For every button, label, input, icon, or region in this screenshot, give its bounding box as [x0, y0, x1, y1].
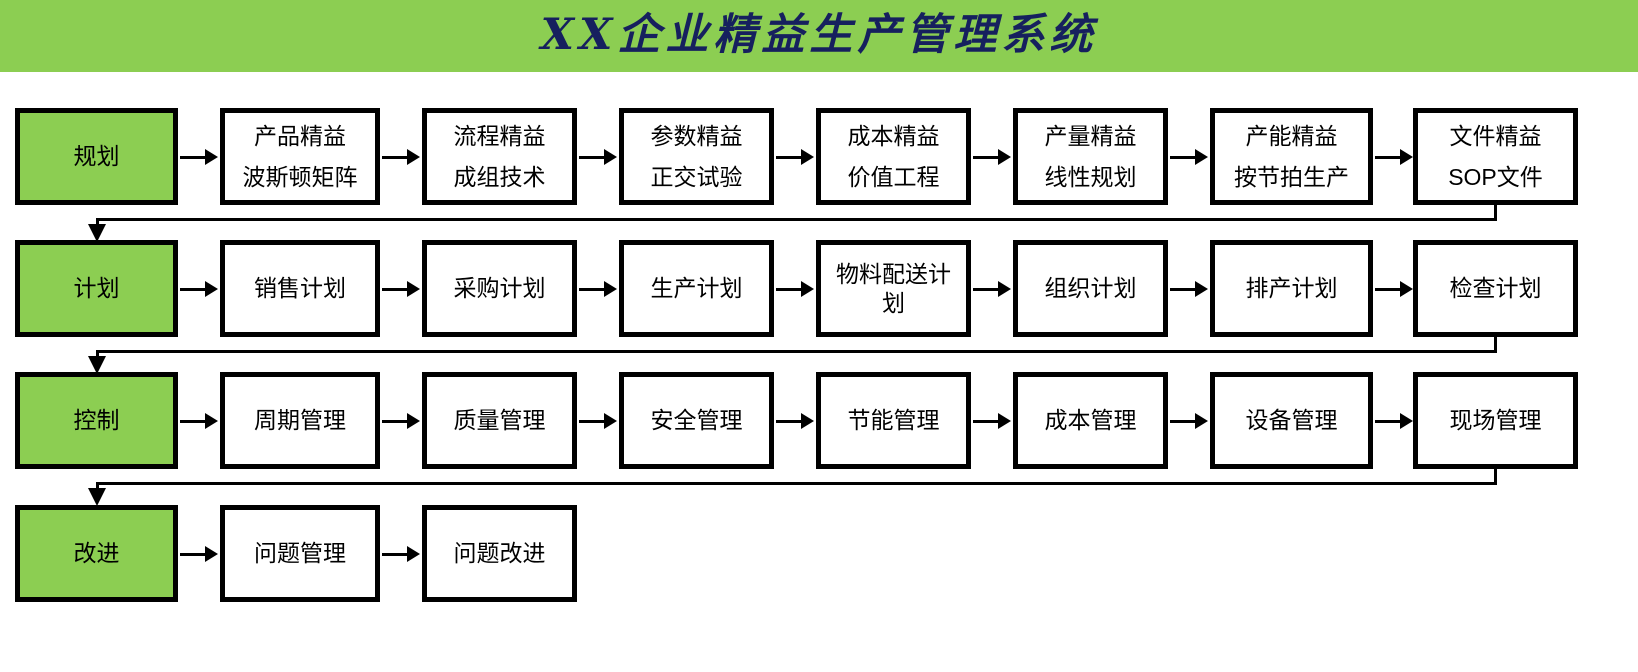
- step-node-r1c1[interactable]: 产品精益 波斯顿矩阵: [220, 108, 380, 205]
- step-label-primary: 现场管理: [1449, 407, 1542, 434]
- connector-row1-to-row2: [0, 72, 1638, 672]
- step-node-r3c6[interactable]: 设备管理: [1210, 372, 1373, 469]
- arrow-row3-4: [973, 408, 1011, 434]
- step-node-r1c6[interactable]: 产能精益 按节拍生产: [1210, 108, 1373, 205]
- arrow-row2-6: [1375, 276, 1413, 302]
- step-node-r2c5[interactable]: 组织计划: [1013, 240, 1168, 337]
- step-label-primary: 参数精益: [650, 122, 743, 149]
- arrowhead-down-row4: [88, 488, 106, 506]
- step-label-primary: 产能精益: [1245, 122, 1338, 149]
- lean-production-flowchart: 规划 产品精益 波斯顿矩阵 流程精益 成组技术 参数精益 正交试验 成本精益 价: [0, 72, 1638, 672]
- stage-node-row3[interactable]: 控制: [15, 372, 178, 469]
- arrow-row3-0: [180, 408, 218, 434]
- step-label-primary: 产量精益: [1044, 122, 1137, 149]
- step-label-primary: 组织计划: [1044, 275, 1137, 302]
- arrowhead-down-row3: [88, 356, 106, 374]
- stage-node-row1[interactable]: 规划: [15, 108, 178, 205]
- arrow-row3-1: [382, 408, 420, 434]
- flow-row-control: 控制 周期管理 质量管理 安全管理 节能管理: [0, 372, 1638, 469]
- step-node-r2c4[interactable]: 物料配送计 划: [816, 240, 971, 337]
- arrow-row2-0: [180, 276, 218, 302]
- arrow-row2-2: [579, 276, 617, 302]
- step-node-r4c2[interactable]: 问题改进: [422, 505, 577, 602]
- step-node-r2c1[interactable]: 销售计划: [220, 240, 380, 337]
- step-label-primary: 问题管理: [254, 540, 346, 567]
- arrow-row1-6: [1375, 144, 1413, 170]
- arrow-row1-5: [1170, 144, 1208, 170]
- step-node-r4c1[interactable]: 问题管理: [220, 505, 380, 602]
- step-label-primary: 销售计划: [254, 275, 346, 302]
- arrow-row3-3: [776, 408, 814, 434]
- arrow-row1-3: [776, 144, 814, 170]
- step-node-r3c2[interactable]: 质量管理: [422, 372, 577, 469]
- step-label-primary: 物料配送计: [836, 261, 951, 288]
- step-node-r3c5[interactable]: 成本管理: [1013, 372, 1168, 469]
- arrow-row2-4: [973, 276, 1011, 302]
- arrow-row2-1: [382, 276, 420, 302]
- arrow-row3-6: [1375, 408, 1413, 434]
- step-label-secondary: 成组技术: [453, 164, 546, 190]
- arrow-row2-3: [776, 276, 814, 302]
- step-label-primary: 节能管理: [847, 407, 940, 434]
- flow-row-planning: 规划 产品精益 波斯顿矩阵 流程精益 成组技术 参数精益 正交试验 成本精益 价: [0, 108, 1638, 205]
- arrow-row2-5: [1170, 276, 1208, 302]
- flow-row-improve: 改进 问题管理 问题改进: [0, 505, 1638, 602]
- step-label-primary: 问题改进: [453, 540, 546, 567]
- step-label-primary: 设备管理: [1245, 407, 1338, 434]
- step-label-primary: 采购计划: [453, 275, 546, 302]
- step-label-primary: 安全管理: [650, 407, 743, 434]
- step-node-r1c7[interactable]: 文件精益 SOP文件: [1413, 108, 1578, 205]
- step-label-primary: 成本精益: [847, 122, 940, 149]
- step-node-r1c5[interactable]: 产量精益 线性规划: [1013, 108, 1168, 205]
- connector-row3-to-row4: [0, 72, 1638, 672]
- header-banner: XX企业精益生产管理系统: [0, 0, 1638, 72]
- page-title: XX企业精益生产管理系统: [540, 10, 1098, 60]
- step-label-secondary: 正交试验: [650, 164, 743, 190]
- step-node-r3c1[interactable]: 周期管理: [220, 372, 380, 469]
- arrow-row4-0: [180, 541, 218, 567]
- arrow-row1-4: [973, 144, 1011, 170]
- step-node-r2c7[interactable]: 检查计划: [1413, 240, 1578, 337]
- arrow-row3-5: [1170, 408, 1208, 434]
- step-label-secondary: SOP文件: [1448, 164, 1543, 190]
- step-label-primary: 质量管理: [453, 407, 546, 434]
- step-label-primary: 检查计划: [1449, 275, 1542, 302]
- step-label-primary: 流程精益: [453, 122, 546, 149]
- step-label-secondary: 按节拍生产: [1234, 164, 1349, 190]
- step-label-primary: 成本管理: [1044, 407, 1137, 434]
- arrow-row4-1: [382, 541, 420, 567]
- step-label-primary: 周期管理: [254, 407, 346, 434]
- step-node-r2c3[interactable]: 生产计划: [619, 240, 774, 337]
- step-label-primary: 文件精益: [1449, 122, 1542, 149]
- step-label-secondary: 价值工程: [847, 164, 940, 190]
- stage-label-row3: 控制: [73, 407, 120, 434]
- step-node-r1c2[interactable]: 流程精益 成组技术: [422, 108, 577, 205]
- flow-row-plan: 计划 销售计划 采购计划 生产计划 物料配送计 划: [0, 240, 1638, 337]
- step-label-secondary: 线性规划: [1044, 164, 1137, 190]
- connector-row2-to-row3: [0, 72, 1638, 672]
- arrow-row1-0: [180, 144, 218, 170]
- step-node-r3c7[interactable]: 现场管理: [1413, 372, 1578, 469]
- arrow-row3-2: [579, 408, 617, 434]
- stage-label-row2: 计划: [73, 275, 120, 302]
- step-label-secondary: 划: [882, 289, 905, 316]
- arrow-row1-2: [579, 144, 617, 170]
- step-label-primary: 产品精益: [254, 122, 346, 149]
- arrowhead-down-row2: [88, 224, 106, 242]
- step-label-primary: 生产计划: [650, 275, 743, 302]
- stage-label-row4: 改进: [73, 540, 120, 567]
- step-node-r2c6[interactable]: 排产计划: [1210, 240, 1373, 337]
- stage-node-row2[interactable]: 计划: [15, 240, 178, 337]
- arrow-row1-1: [382, 144, 420, 170]
- stage-label-row1: 规划: [73, 143, 120, 170]
- step-node-r1c3[interactable]: 参数精益 正交试验: [619, 108, 774, 205]
- step-node-r3c3[interactable]: 安全管理: [619, 372, 774, 469]
- step-node-r3c4[interactable]: 节能管理: [816, 372, 971, 469]
- stage-node-row4[interactable]: 改进: [15, 505, 178, 602]
- step-label-secondary: 波斯顿矩阵: [242, 164, 358, 190]
- step-node-r2c2[interactable]: 采购计划: [422, 240, 577, 337]
- step-node-r1c4[interactable]: 成本精益 价值工程: [816, 108, 971, 205]
- step-label-primary: 排产计划: [1245, 275, 1338, 302]
